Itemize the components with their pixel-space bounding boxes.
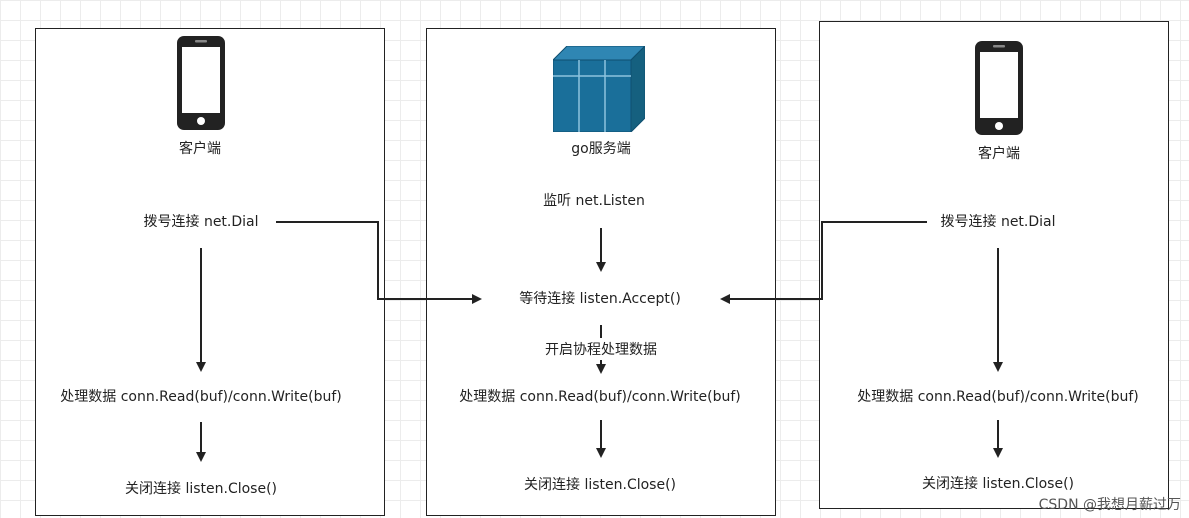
client-right-dial: 拨号连接 net.Dial <box>940 214 1056 230</box>
client-left-close: 关闭连接 listen.Close() <box>124 481 278 497</box>
smartphone-icon <box>177 36 225 130</box>
client-left-process: 处理数据 conn.Read(buf)/conn.Write(buf) <box>60 389 342 405</box>
client-left-dial: 拨号连接 net.Dial <box>143 214 259 230</box>
smartphone-icon <box>975 41 1023 135</box>
server-title: go服务端 <box>571 141 631 157</box>
server-listen: 监听 net.Listen <box>543 193 645 209</box>
arrow-left-dial-to-accept <box>276 221 482 304</box>
client-left-title: 客户端 <box>179 141 221 157</box>
watermark: CSDN @我想月薪过万 <box>1038 497 1181 513</box>
server-cube-icon <box>553 46 645 132</box>
server-process: 处理数据 conn.Read(buf)/conn.Write(buf) <box>459 389 741 405</box>
server-close: 关闭连接 listen.Close() <box>523 477 677 493</box>
arrow-right-dial-to-accept <box>720 221 927 304</box>
server-accept: 等待连接 listen.Accept() <box>519 291 681 307</box>
client-right-process: 处理数据 conn.Read(buf)/conn.Write(buf) <box>857 389 1139 405</box>
server-goroutine: 开启协程处理数据 <box>545 342 657 358</box>
client-right-close: 关闭连接 listen.Close() <box>921 476 1075 492</box>
client-right-title: 客户端 <box>978 146 1020 162</box>
